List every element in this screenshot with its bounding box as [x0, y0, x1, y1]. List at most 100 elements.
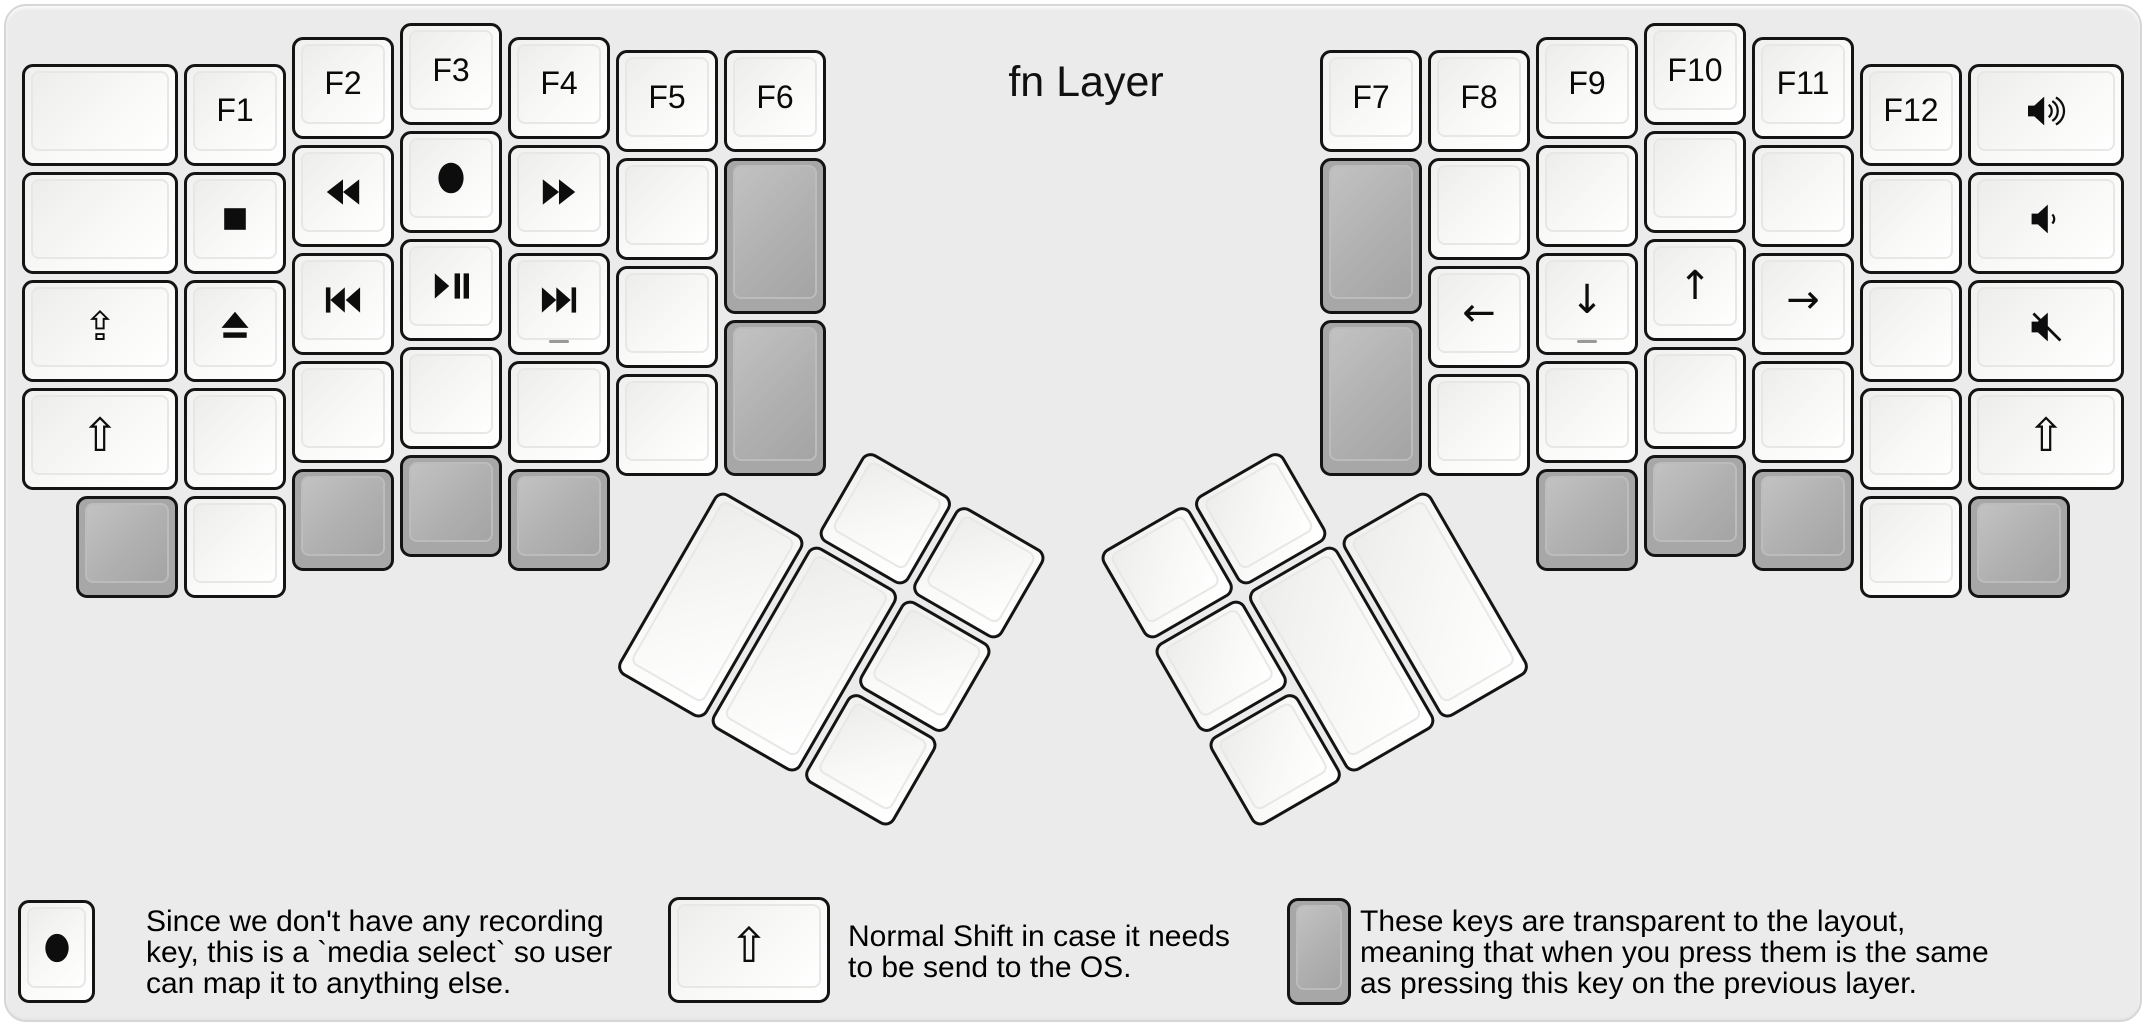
keycap-face: [1329, 165, 1413, 299]
keycap-face: ↑: [1653, 246, 1737, 326]
keycap-face: [1869, 502, 1953, 583]
keycap-face: [409, 138, 493, 218]
next-track-icon: [541, 286, 577, 313]
keycap-face: F9: [1545, 43, 1629, 124]
keycap-face: F4: [517, 43, 601, 124]
keycap-face: [1761, 475, 1845, 556]
key-label: F3: [432, 51, 470, 88]
key-blank: [616, 266, 718, 368]
key-arrow-right: →: [1752, 252, 1854, 355]
legend-text-line: as pressing this key on the previous lay…: [1360, 967, 1917, 1000]
key-f11: F11: [1752, 36, 1854, 139]
key-blank: [184, 495, 286, 598]
key-transparent: [76, 495, 178, 598]
keycap-face: [1653, 354, 1737, 434]
volume-up-icon: [2028, 96, 2066, 125]
keycap-face: [193, 394, 277, 475]
key-f3: F3: [400, 23, 502, 125]
keycap-face: [1653, 462, 1737, 542]
key-glyph: ⇪: [83, 303, 117, 350]
key-f7: F7: [1320, 50, 1422, 152]
key-transparent: [1644, 455, 1746, 557]
keycap-face: [1545, 151, 1629, 232]
key-glyph: →: [1786, 276, 1820, 323]
key-transparent: [1320, 320, 1422, 476]
key-next-track: [508, 252, 610, 355]
keycap-face: [31, 70, 169, 151]
key-transparent: [508, 468, 610, 571]
key-blank: [184, 387, 286, 490]
legend-text: These keys are transparent to the layout…: [1360, 906, 1989, 999]
keycap-face: [1653, 138, 1737, 218]
keycap-face: F8: [1437, 57, 1521, 137]
key-f2: F2: [292, 36, 394, 139]
keycap-face: →: [1761, 259, 1845, 340]
key-blank: [22, 63, 178, 166]
keycap-face: [193, 502, 277, 583]
keycap-face: F12: [1869, 70, 1953, 151]
key-blank: [1536, 360, 1638, 463]
legend-text-line: Since we don't have any recording: [146, 905, 604, 938]
key-transparent: [1536, 468, 1638, 571]
legend-text-line: These keys are transparent to the layout…: [1360, 905, 1906, 938]
keycap-face: [301, 151, 385, 232]
keycap-face: F7: [1329, 57, 1413, 137]
keycap-face: [517, 367, 601, 448]
key: [1287, 898, 1351, 1005]
keycap-face: [733, 165, 817, 299]
key-glyph: ↓: [1570, 276, 1604, 323]
keycap-face: [517, 475, 601, 556]
keycap-face: [409, 462, 493, 542]
key-blank: [1860, 387, 1962, 490]
dash-marker: [1577, 339, 1597, 343]
key-f8: F8: [1428, 50, 1530, 152]
keycap-face: [193, 286, 277, 367]
keycap-face: [1977, 70, 2115, 151]
record-icon: [438, 162, 464, 194]
key-stop: [184, 171, 286, 274]
key-glyph: ⇧: [728, 918, 770, 974]
keycap-face: ⇪: [31, 286, 169, 367]
key-blank: [1752, 144, 1854, 247]
keycap-face: [1761, 367, 1845, 448]
key-transparent: [1752, 468, 1854, 571]
key-label: F7: [1352, 78, 1390, 115]
key-rewind: [292, 144, 394, 247]
keycap-face: [1977, 178, 2115, 259]
keycap-face: [625, 273, 709, 353]
keycap-face: [1977, 502, 2061, 583]
key-f1: F1: [184, 63, 286, 166]
layer-title: fn Layer: [1008, 58, 1164, 106]
key-label: F9: [1568, 65, 1606, 101]
key-label: F2: [324, 65, 362, 101]
key-glyph: ←: [1462, 290, 1496, 336]
keycap-face: [1869, 394, 1953, 475]
keycap-face: [1437, 165, 1521, 245]
key: [18, 900, 95, 1003]
key-f5: F5: [616, 50, 718, 152]
keycap-face: [625, 165, 709, 245]
key-blank: [292, 360, 394, 463]
keycap-face: [85, 502, 169, 583]
keycap-face: [1545, 367, 1629, 448]
keycap-face: F10: [1653, 30, 1737, 110]
key-label: F12: [1883, 92, 1939, 128]
dash-marker: [549, 339, 569, 343]
mute-icon: [2031, 312, 2062, 341]
keycap-face: ↓: [1545, 259, 1629, 340]
keycap-face: [1977, 286, 2115, 367]
keycap-face: F1: [193, 70, 277, 151]
key-blank: [1860, 279, 1962, 382]
keycap-face: F5: [625, 57, 709, 137]
key-volume-up: [1968, 63, 2124, 166]
key-prev-track: [292, 252, 394, 355]
keycap-face: F3: [409, 30, 493, 110]
key-blank: [22, 171, 178, 274]
rewind-icon: [326, 178, 360, 205]
keycap-face: [1437, 381, 1521, 461]
key-blank: [1644, 347, 1746, 449]
legend-text-line: Normal Shift in case it needs: [848, 920, 1230, 953]
key-blank: [1860, 171, 1962, 274]
